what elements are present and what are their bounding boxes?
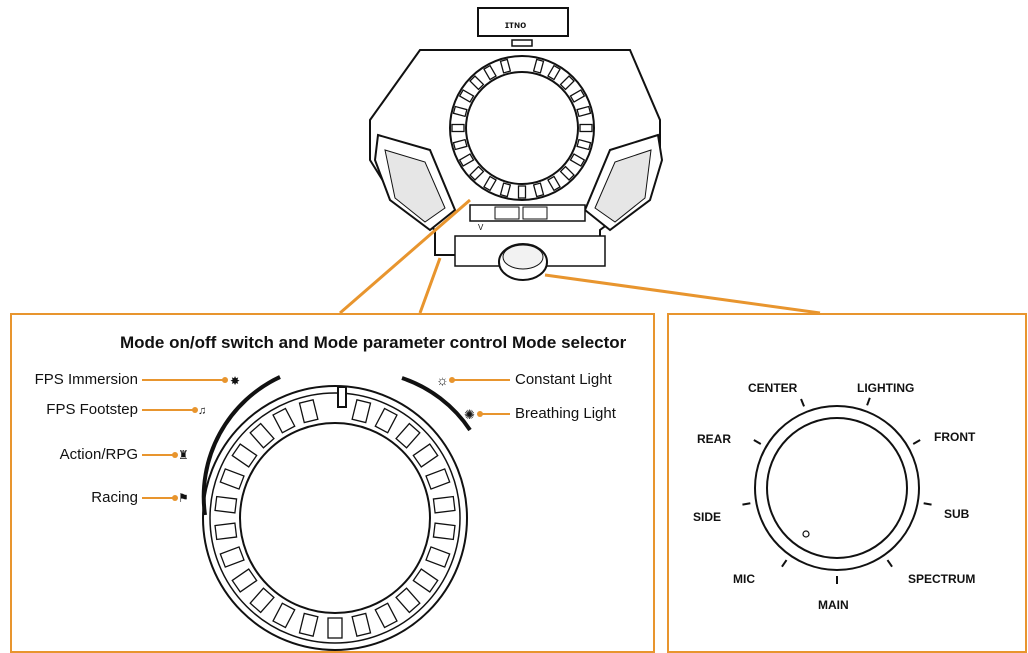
right-arc <box>401 376 472 432</box>
dial-segment <box>272 602 296 629</box>
mode-dial-diagram: ✸ ♫ ♜ ⚑ ☼ ✺ <box>142 372 510 651</box>
mode-dial-inner <box>239 422 431 614</box>
selector-tick <box>866 397 871 406</box>
knob-label-mic: MIC <box>733 572 755 586</box>
dial-segment <box>412 568 439 593</box>
dial-segment <box>272 407 296 434</box>
selector-dot <box>802 530 810 538</box>
dial-segment <box>569 153 586 167</box>
left-arc <box>201 375 281 516</box>
breathing-light-icon: ✺ <box>464 407 475 422</box>
selector-tick <box>742 502 751 506</box>
mode-dial-segments <box>214 399 456 639</box>
selector-inner <box>766 417 908 559</box>
label-fps-immersion: FPS Immersion <box>34 371 138 388</box>
dial-segment <box>298 399 319 424</box>
dial-segment <box>231 443 258 468</box>
dial-segment <box>483 175 497 192</box>
knob-label-main: MAIN <box>818 598 849 612</box>
dial-segment <box>452 138 468 151</box>
dial-segment <box>249 587 275 614</box>
selector-tick <box>753 439 762 445</box>
dial-segment <box>499 182 512 198</box>
dial-segment <box>395 422 421 449</box>
dial-segment <box>532 182 545 198</box>
dial-segment <box>298 612 319 637</box>
dial-segment <box>559 165 575 181</box>
panel-title: Mode on/off switch and Mode parameter co… <box>120 333 627 352</box>
knob-label-front: FRONT <box>934 430 976 444</box>
dial-segment <box>452 105 468 118</box>
label-action-rpg: Action/RPG <box>59 446 138 463</box>
label-fps-footstep: FPS Footstep <box>46 401 138 418</box>
dial-segment <box>469 165 485 181</box>
dial-segment <box>517 185 527 199</box>
fps-immersion-icon: ✸ <box>230 374 240 388</box>
mode-indicator <box>337 386 347 408</box>
fps-footstep-icon: ♫ <box>198 405 206 417</box>
dial-segment <box>327 617 343 639</box>
dial-segment <box>374 407 398 434</box>
dial-segment <box>483 64 497 81</box>
dial-segment <box>432 495 456 514</box>
knob-label-side: SIDE <box>693 510 722 524</box>
connector-mid <box>418 257 442 313</box>
dial-segment <box>351 399 372 424</box>
top-tab-logo: ɪᴛɴᴏ <box>505 20 526 31</box>
dial-segment <box>559 75 575 91</box>
racing-icon: ⚑ <box>178 491 189 505</box>
label-racing: Racing <box>91 489 138 506</box>
dial-segment <box>432 522 456 541</box>
dial-segment <box>395 587 421 614</box>
selector-ticks <box>742 397 932 584</box>
selector-tick <box>800 398 805 407</box>
dial-segment <box>458 89 475 103</box>
selector-tick <box>923 502 932 506</box>
top-dial-segments <box>451 58 593 199</box>
constant-light-icon: ☼ <box>436 372 449 388</box>
top-tab-slot <box>511 39 533 47</box>
dial-segment <box>214 495 238 514</box>
dial-segment <box>532 58 545 74</box>
knob-label-sub: SUB <box>944 507 970 521</box>
dial-segment <box>412 443 439 468</box>
dial-segment <box>219 546 245 568</box>
dial-segment <box>547 175 561 192</box>
knob-label-spectrum: SPECTRUM <box>908 572 976 586</box>
dial-segment <box>499 58 512 74</box>
dial-segment <box>219 468 245 490</box>
dial-segment <box>351 612 372 637</box>
svg-text:V: V <box>478 223 484 232</box>
dial-segment <box>579 123 593 133</box>
action-rpg-icon: ♜ <box>178 448 189 462</box>
selector-tick <box>886 559 893 568</box>
dial-segment <box>374 602 398 629</box>
label-breathing-light: Breathing Light <box>515 405 616 422</box>
device-illustration: ɪᴛɴᴏ V <box>339 7 821 313</box>
dial-segment <box>214 522 238 541</box>
top-dial-inner <box>465 71 579 185</box>
dial-segment <box>469 75 485 91</box>
top-tab <box>477 7 569 37</box>
knob-label-lighting: LIGHTING <box>857 381 915 395</box>
dial-segment <box>576 138 592 151</box>
connector-right <box>544 273 821 313</box>
dial-segment <box>231 568 258 593</box>
dial-segment <box>249 422 275 449</box>
dial-segment <box>547 64 561 81</box>
dial-segment <box>425 546 451 568</box>
dial-segment <box>458 153 475 167</box>
knob-label-rear: REAR <box>697 432 732 446</box>
selector-tick <box>781 559 788 568</box>
dial-segment <box>576 105 592 118</box>
dial-segment <box>451 123 465 133</box>
dial-segment <box>425 468 451 490</box>
dial-segment <box>569 89 586 103</box>
knob-label-center: CENTER <box>748 381 798 395</box>
label-constant-light: Constant Light <box>515 371 612 388</box>
connector-left <box>339 198 471 313</box>
selector-tick <box>912 439 921 445</box>
